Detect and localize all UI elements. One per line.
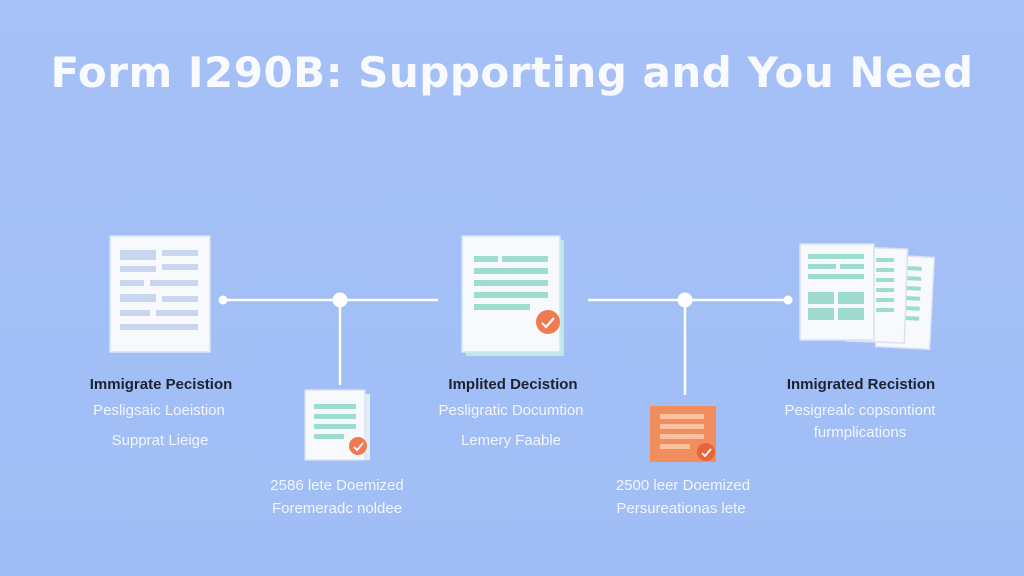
orange-checked-document-icon xyxy=(650,406,716,462)
branch-2-line-2: Persureationas lete xyxy=(616,500,746,517)
step-3-line-1: Pesigrealc copsontiont xyxy=(784,402,936,419)
connector-nodes xyxy=(218,292,793,308)
document-icon xyxy=(109,235,211,353)
step-3-line-2: furmplications xyxy=(813,424,907,441)
check-badge-icon xyxy=(349,437,367,455)
checked-document-icon xyxy=(304,389,370,461)
node-dot xyxy=(218,295,228,305)
node-dot xyxy=(783,295,793,305)
branch-1-line-2: Foremeradc noldee xyxy=(271,500,403,517)
step-3-heading: Inmigrated Recistion xyxy=(786,376,936,393)
check-badge-icon xyxy=(536,310,560,334)
branch-1-line-1: 2586 lete Doemized xyxy=(270,477,404,494)
step-1-heading: Immigrate Pecistion xyxy=(89,376,233,393)
step-2-heading: Implited Decistion xyxy=(448,376,578,393)
step-1-line-1: Pesligsaic Loeistion xyxy=(93,402,225,419)
check-badge-icon xyxy=(697,443,715,461)
page-title: Form I290B: Supporting and You Need xyxy=(50,48,974,97)
approved-document-icon xyxy=(461,235,564,356)
step-1-line-2: Supprat Lieige xyxy=(111,432,209,449)
step-2-line-2: Lemery Faable xyxy=(460,432,562,449)
node-dot xyxy=(332,292,348,308)
branch-2-line-1: 2500 leer Doemized xyxy=(615,477,751,494)
document-stack-icon xyxy=(799,243,936,351)
step-2-line-1: Pesligratic Documtion xyxy=(438,402,584,419)
node-dot xyxy=(677,292,693,308)
